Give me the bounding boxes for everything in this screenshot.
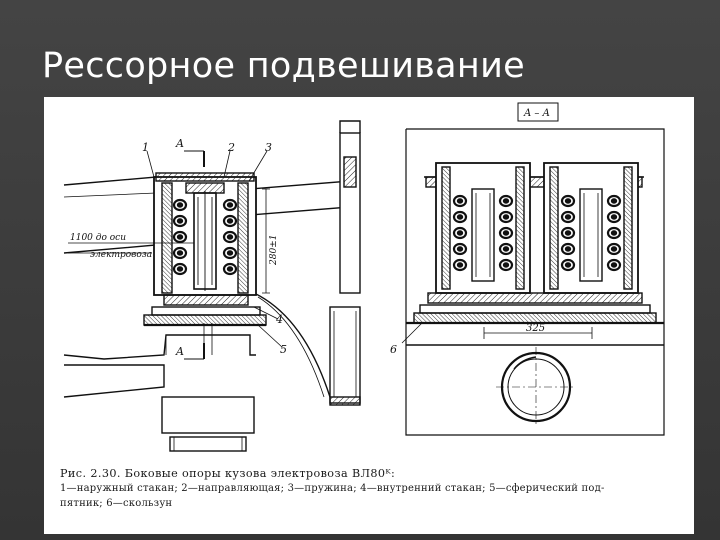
left-view	[63, 120, 361, 452]
right-view-labels: A – A 325 6	[390, 108, 550, 356]
technical-drawing-figure: 1 2 3 4 5 A A 1100 до оси электровоза 28…	[44, 97, 694, 534]
distance-to-axis-label-2: электровоза	[90, 250, 152, 260]
figure-caption: Рис. 2.30. Боковые опоры кузова электров…	[60, 467, 680, 510]
caption-legend-1: 1—наружный стакан; 2—направляющая; 3—пру…	[60, 483, 605, 494]
left-view-labels: 1 2 3 4 5 A A 1100 до оси электровоза 28…	[70, 137, 287, 358]
caption-title: Рис. 2.30. Боковые опоры кузова электров…	[60, 467, 396, 480]
height-dimension-label: 280±1	[269, 235, 279, 266]
part-1-label: 1	[142, 141, 149, 154]
distance-to-axis-label: 1100 до оси	[70, 233, 126, 243]
caption-legend-2: пятник; 6—скользун	[60, 498, 173, 509]
section-view-title: A – A	[523, 108, 550, 119]
width-dimension-label: 325	[526, 323, 545, 334]
part-4-label: 4	[275, 313, 283, 326]
part-5-label: 5	[280, 343, 287, 356]
slide-title: Рессорное подвешивание	[42, 46, 525, 86]
section-mark-top: A	[175, 137, 184, 150]
part-2-label: 2	[227, 141, 235, 154]
part-3-label: 3	[265, 141, 272, 154]
section-mark-bottom: A	[175, 345, 184, 358]
side-support-drawing: 1 2 3 4 5 A A 1100 до оси электровоза 28…	[63, 102, 665, 452]
part-6-label: 6	[390, 343, 397, 356]
right-view	[401, 102, 665, 436]
